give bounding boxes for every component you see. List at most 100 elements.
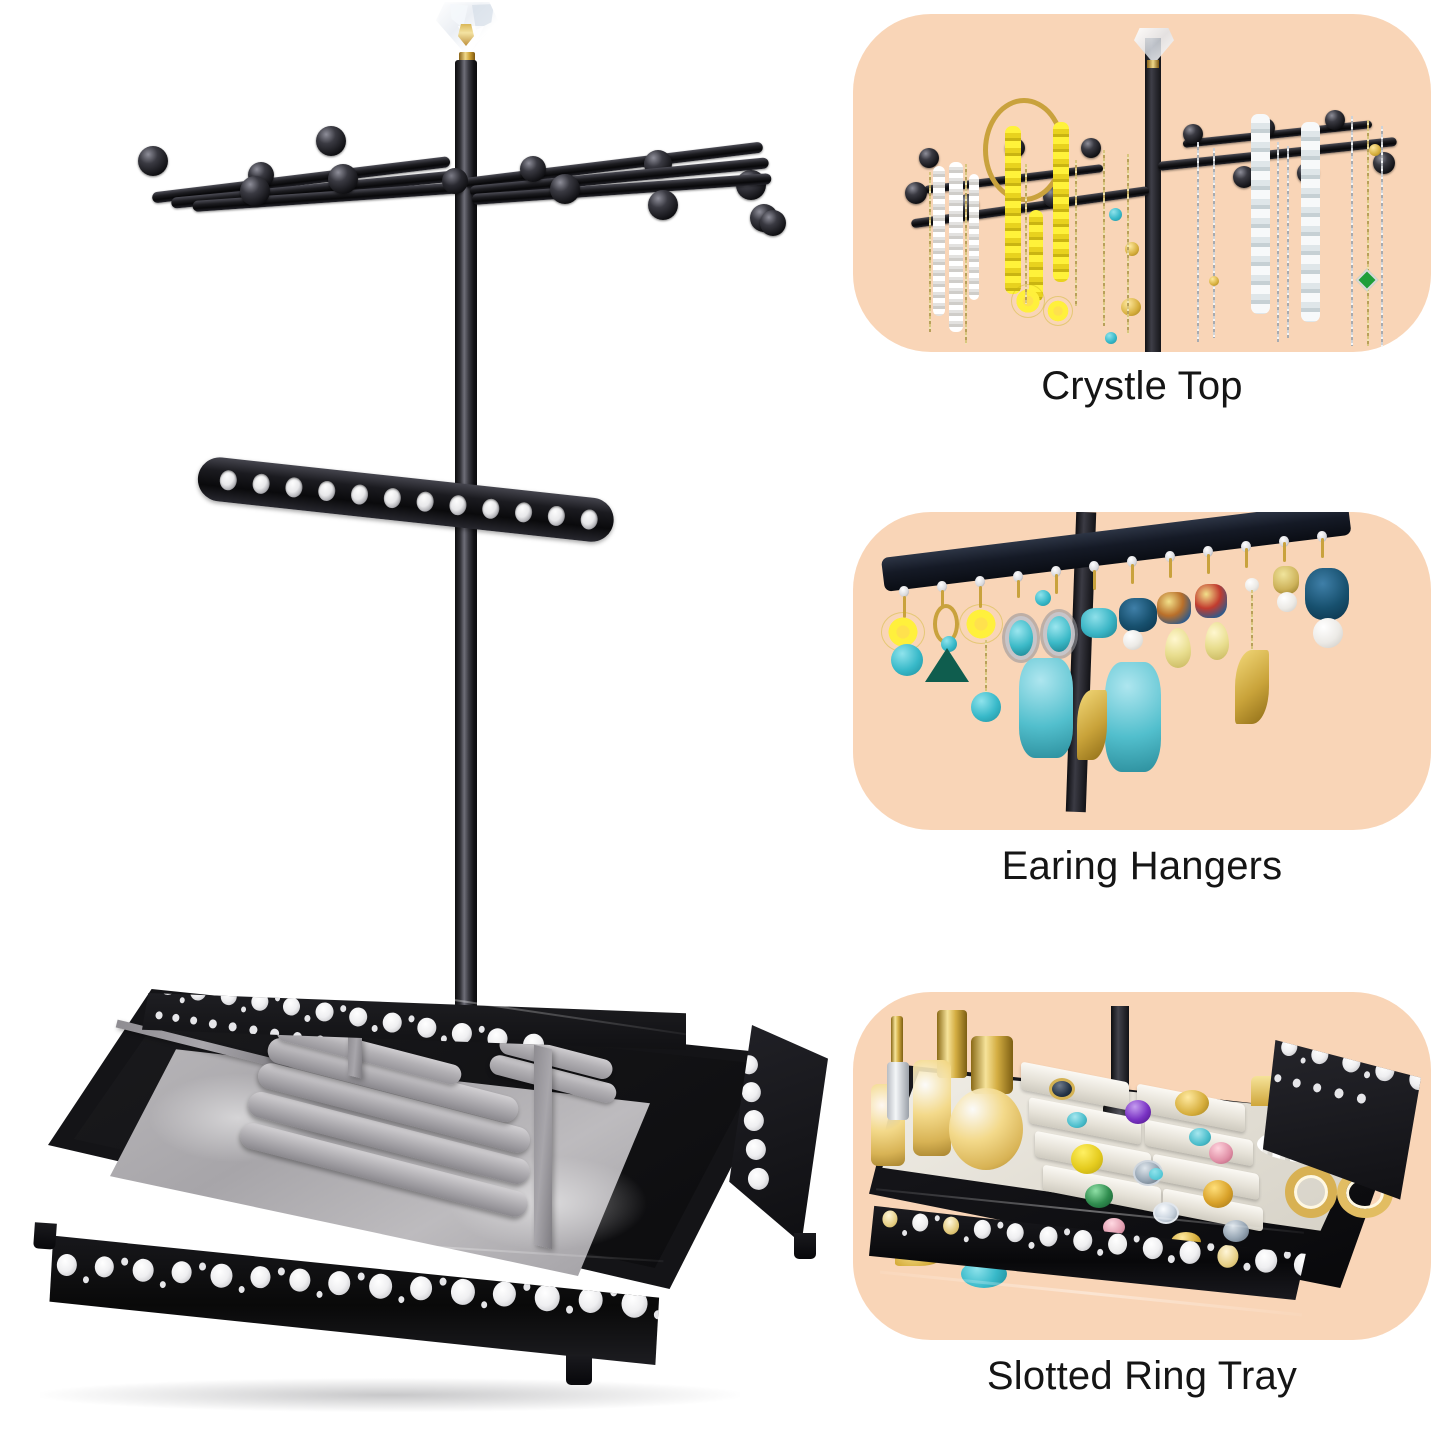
- tray-foot: [794, 1233, 816, 1259]
- pearl-necklace: [949, 162, 963, 332]
- earring-navy-cluster: [1119, 598, 1157, 632]
- earring-hook: [1093, 570, 1096, 590]
- gold-collar: [1147, 60, 1159, 68]
- compartment-divider: [534, 1044, 552, 1250]
- yellow-bead-necklace: [1029, 210, 1043, 302]
- gold-chain: [1367, 120, 1369, 346]
- ball-hook: [550, 174, 580, 204]
- earring-hole: [1051, 566, 1061, 577]
- crystal-facet: [472, 4, 494, 30]
- yellow-bead-necklace: [1053, 122, 1069, 282]
- compartment-divider: [348, 1033, 362, 1079]
- ball-hook: [138, 146, 168, 176]
- ball-hook: [240, 176, 270, 206]
- earring-blue-ball: [891, 644, 923, 676]
- earring-hole: [899, 586, 909, 597]
- ball-hook: [520, 156, 546, 182]
- earring-chain: [985, 640, 987, 696]
- panel-scene-crystal-top: [853, 14, 1431, 352]
- earring-bead-cluster: [1019, 658, 1073, 758]
- panel-scene-earring-hangers: [853, 512, 1431, 830]
- white-bead-bracelet: [1301, 122, 1320, 322]
- ring-blue-bow: [1189, 1128, 1211, 1146]
- earring-pearl: [1313, 618, 1343, 648]
- perfume-cap: [891, 1016, 903, 1064]
- earring-hook: [1055, 574, 1058, 594]
- yellow-bead-necklace: [1005, 126, 1021, 294]
- earring-amber-drop: [1165, 628, 1191, 668]
- ring-pink-stone: [1103, 1218, 1125, 1236]
- gold-chain: [1127, 154, 1129, 334]
- pearl-necklace: [969, 174, 979, 300]
- earring-hole: [448, 494, 468, 517]
- silver-chain: [1213, 148, 1215, 338]
- earring-hole: [350, 483, 370, 506]
- gold-chain: [1075, 160, 1077, 306]
- ring-blue-bow: [1067, 1112, 1087, 1128]
- ball-hook: [760, 210, 786, 236]
- earring-hole: [546, 505, 566, 527]
- earring-hole: [1089, 561, 1099, 572]
- ring-silver: [1223, 1220, 1249, 1242]
- earring-hook: [1207, 554, 1210, 574]
- earring-gold-leaf: [1077, 690, 1107, 760]
- drop-shadow: [40, 1378, 740, 1412]
- earring-hook: [1283, 542, 1286, 562]
- earring-hole: [1013, 571, 1023, 582]
- earring-blue-ball: [971, 692, 1001, 722]
- earring-multicolor-cluster: [1157, 592, 1191, 624]
- earring-cluster: [1273, 566, 1299, 594]
- ring-yellow-stone: [1071, 1144, 1103, 1174]
- earring-hanger-bar: [195, 455, 628, 560]
- earring-hole: [1165, 551, 1175, 562]
- earring-bead-cluster: [1105, 662, 1161, 772]
- earring-pearl: [1245, 578, 1259, 592]
- earring-hole: [514, 501, 534, 524]
- earring-multicolor-cluster: [1195, 584, 1227, 618]
- earring-hole: [1317, 531, 1327, 542]
- panel-caption-slotted-ring-tray: Slotted Ring Tray: [986, 1354, 1298, 1398]
- ball-hook: [1183, 124, 1203, 144]
- earring-hole: [284, 476, 304, 499]
- white-bead-bracelet: [1251, 114, 1270, 314]
- earring-chain: [1251, 590, 1253, 652]
- gold-pearl-bangle: [1285, 1166, 1337, 1218]
- ring-diamond: [1153, 1202, 1179, 1224]
- silver-chain: [1197, 142, 1199, 342]
- perfume-bottle: [913, 1060, 951, 1156]
- earring-hook: [903, 596, 906, 618]
- panel-caption-earring-hangers: Earing Hangers: [1001, 844, 1283, 888]
- ring-gold: [1175, 1090, 1209, 1116]
- earring-hook: [1245, 548, 1248, 568]
- feature-panel-slotted-ring-tray: Slotted Ring Tray: [853, 992, 1431, 1398]
- ring-turquoise: [1149, 1168, 1163, 1180]
- earring-hook: [1169, 558, 1172, 578]
- earring-hole: [251, 472, 271, 495]
- gold-chain: [1103, 150, 1105, 326]
- ring-tray-base: [18, 954, 828, 1415]
- earring-turquoise-stone: [1009, 620, 1033, 656]
- gold-charm: [1121, 298, 1141, 316]
- earring-hook: [1131, 564, 1134, 584]
- ball-hook: [1325, 110, 1345, 130]
- silver-lipstick: [887, 1062, 909, 1120]
- gold-chain: [929, 172, 931, 332]
- earring-hole: [937, 581, 947, 592]
- earring-hole: [579, 508, 599, 531]
- emerald-pendant: [1355, 268, 1379, 292]
- gold-chain: [1025, 164, 1027, 304]
- necklace-arm-cluster: [120, 108, 820, 238]
- gold-charm: [1209, 276, 1219, 286]
- earring-bead: [1035, 590, 1051, 606]
- crystal-core-reflection: [458, 24, 474, 46]
- ball-hook: [328, 164, 358, 194]
- earring-hook: [941, 590, 944, 608]
- ball-hook: [1373, 152, 1395, 174]
- earring-turquoise-stone: [1047, 616, 1071, 652]
- ring-dark-stone: [1049, 1078, 1075, 1100]
- feature-panel-crystal-top: Crystle Top: [853, 14, 1431, 408]
- tray-foot: [566, 1355, 592, 1385]
- ball-hook: [919, 148, 939, 168]
- earring-hole: [1203, 546, 1213, 557]
